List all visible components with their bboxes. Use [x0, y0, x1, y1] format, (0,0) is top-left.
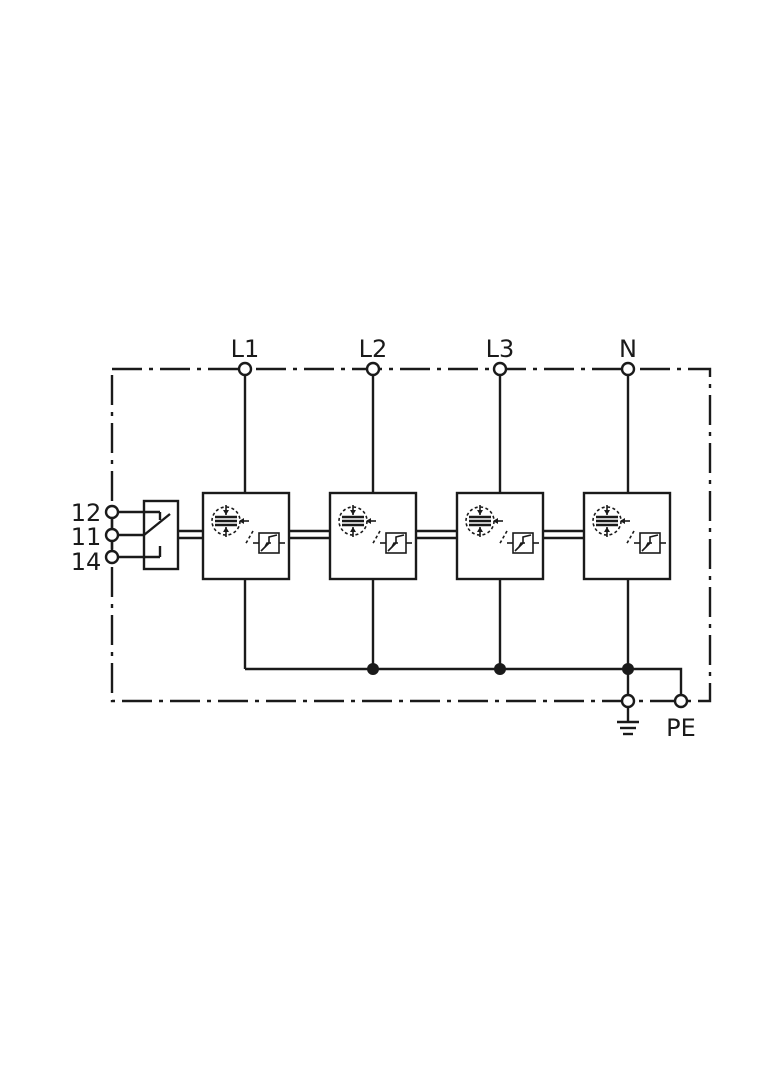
aux-contact: [110, 499, 180, 571]
terminal-label-l2: L2: [359, 335, 388, 363]
terminal-pe: [673, 693, 689, 709]
terminal-12: [104, 504, 120, 520]
thermal-disconnect-icon: [338, 505, 381, 546]
terminal-ground: [620, 693, 636, 709]
aux-label-11: 11: [71, 523, 102, 551]
junction-dot: [494, 663, 506, 675]
terminal-label-n: N: [619, 335, 637, 363]
terminal-l1: [237, 361, 253, 377]
varistor-icon: [380, 532, 412, 554]
junction-dot: [367, 663, 379, 675]
varistor-icon: [253, 532, 285, 554]
mechanical-linkage: [178, 529, 584, 540]
ground-symbol-icon: [617, 707, 639, 736]
pe-bus: [245, 667, 683, 701]
aux-label-12: 12: [71, 499, 102, 527]
terminal-l2: [365, 361, 381, 377]
junction-dot: [622, 663, 634, 675]
terminal-11: [104, 527, 120, 543]
terminal-label-l3: L3: [486, 335, 515, 363]
terminal-l3: [492, 361, 508, 377]
aux-label-14: 14: [71, 548, 102, 576]
varistor-icon: [507, 532, 539, 554]
thermal-disconnect-icon: [592, 505, 635, 546]
protection-module-l3: [455, 491, 545, 581]
thermal-disconnect-icon: [211, 505, 254, 546]
enclosure-border: [110, 367, 712, 703]
varistor-icon: [634, 532, 666, 554]
terminal-label-l1: L1: [231, 335, 260, 363]
thermal-disconnect-icon: [465, 505, 508, 546]
pe-label: PE: [666, 714, 696, 742]
protection-module-l2: [328, 491, 418, 581]
terminal-n: [620, 361, 636, 377]
protection-module-n: [582, 491, 672, 581]
protection-module-l1: [201, 491, 291, 581]
terminal-14: [104, 549, 120, 565]
